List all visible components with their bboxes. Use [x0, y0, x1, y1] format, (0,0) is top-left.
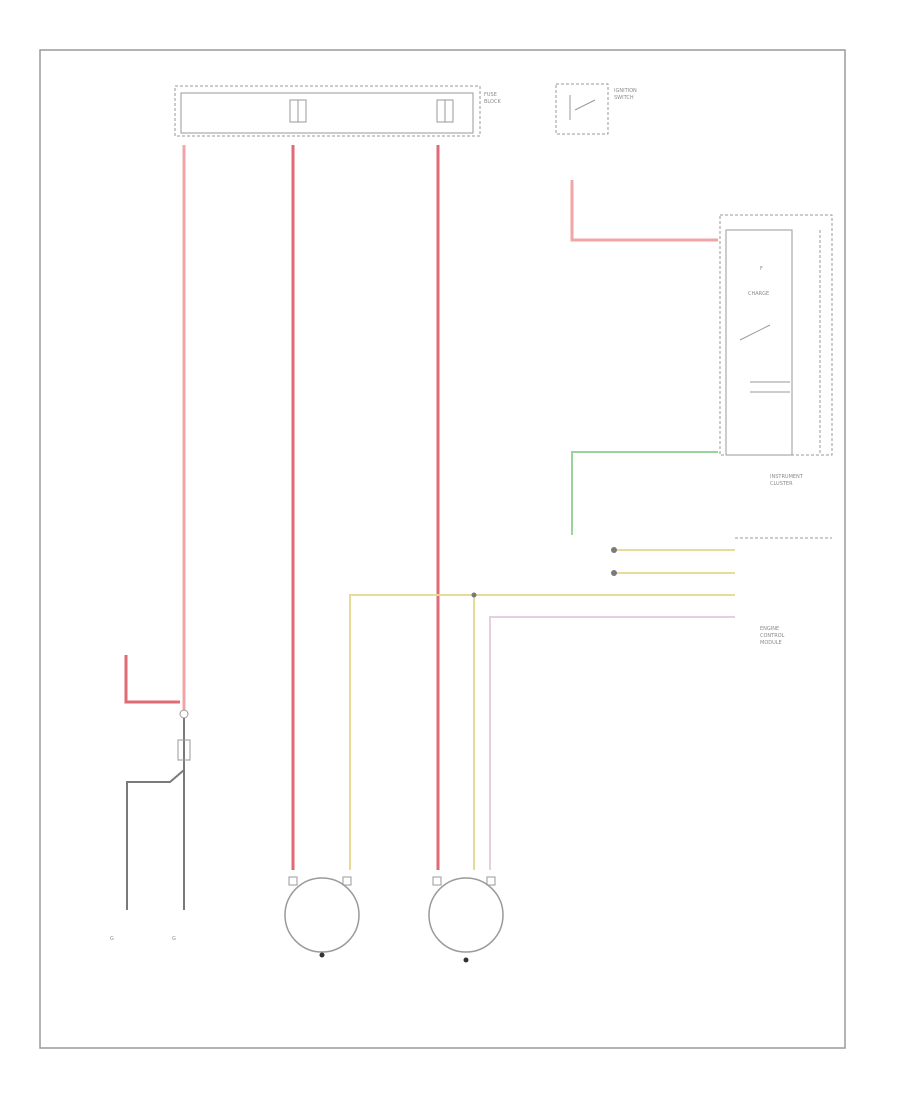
aux-generator [284, 876, 360, 958]
svg-text:SWITCH: SWITCH [614, 95, 634, 101]
svg-text:CHARGE: CHARGE [748, 291, 769, 297]
field-control-wire [349, 594, 735, 870]
ground-b-label: G [172, 936, 176, 942]
fuse-block: FUSE BLOCK [174, 85, 501, 137]
diagram-frame [39, 49, 846, 1049]
instrument-cluster: F CHARGE INSTRUMENT CLUSTER [719, 214, 833, 487]
ignition-switch: IGNITION SWITCH [555, 83, 637, 135]
svg-text:CONTROL: CONTROL [760, 633, 785, 639]
generator [428, 876, 504, 963]
svg-text:CLUSTER: CLUSTER [770, 481, 793, 487]
svg-text:ENGINE: ENGINE [760, 626, 779, 632]
svg-text:IGNITION: IGNITION [614, 88, 637, 94]
cluster-ecm-wire [571, 451, 718, 535]
ground-wire-a [126, 769, 185, 910]
svg-text:F: F [760, 266, 763, 272]
svg-text:BLOCK: BLOCK [484, 99, 501, 105]
svg-text:FUSE: FUSE [484, 92, 497, 98]
engine-control-module: ENGINE CONTROL MODULE [735, 537, 832, 646]
svg-text:INSTRUMENT: INSTRUMENT [770, 474, 804, 480]
ignition-cluster-wire [570, 180, 718, 242]
svg-text:MODULE: MODULE [760, 640, 782, 646]
field-signal-wire [489, 616, 735, 870]
ground-a-label: G [110, 936, 114, 942]
battery [124, 655, 191, 770]
